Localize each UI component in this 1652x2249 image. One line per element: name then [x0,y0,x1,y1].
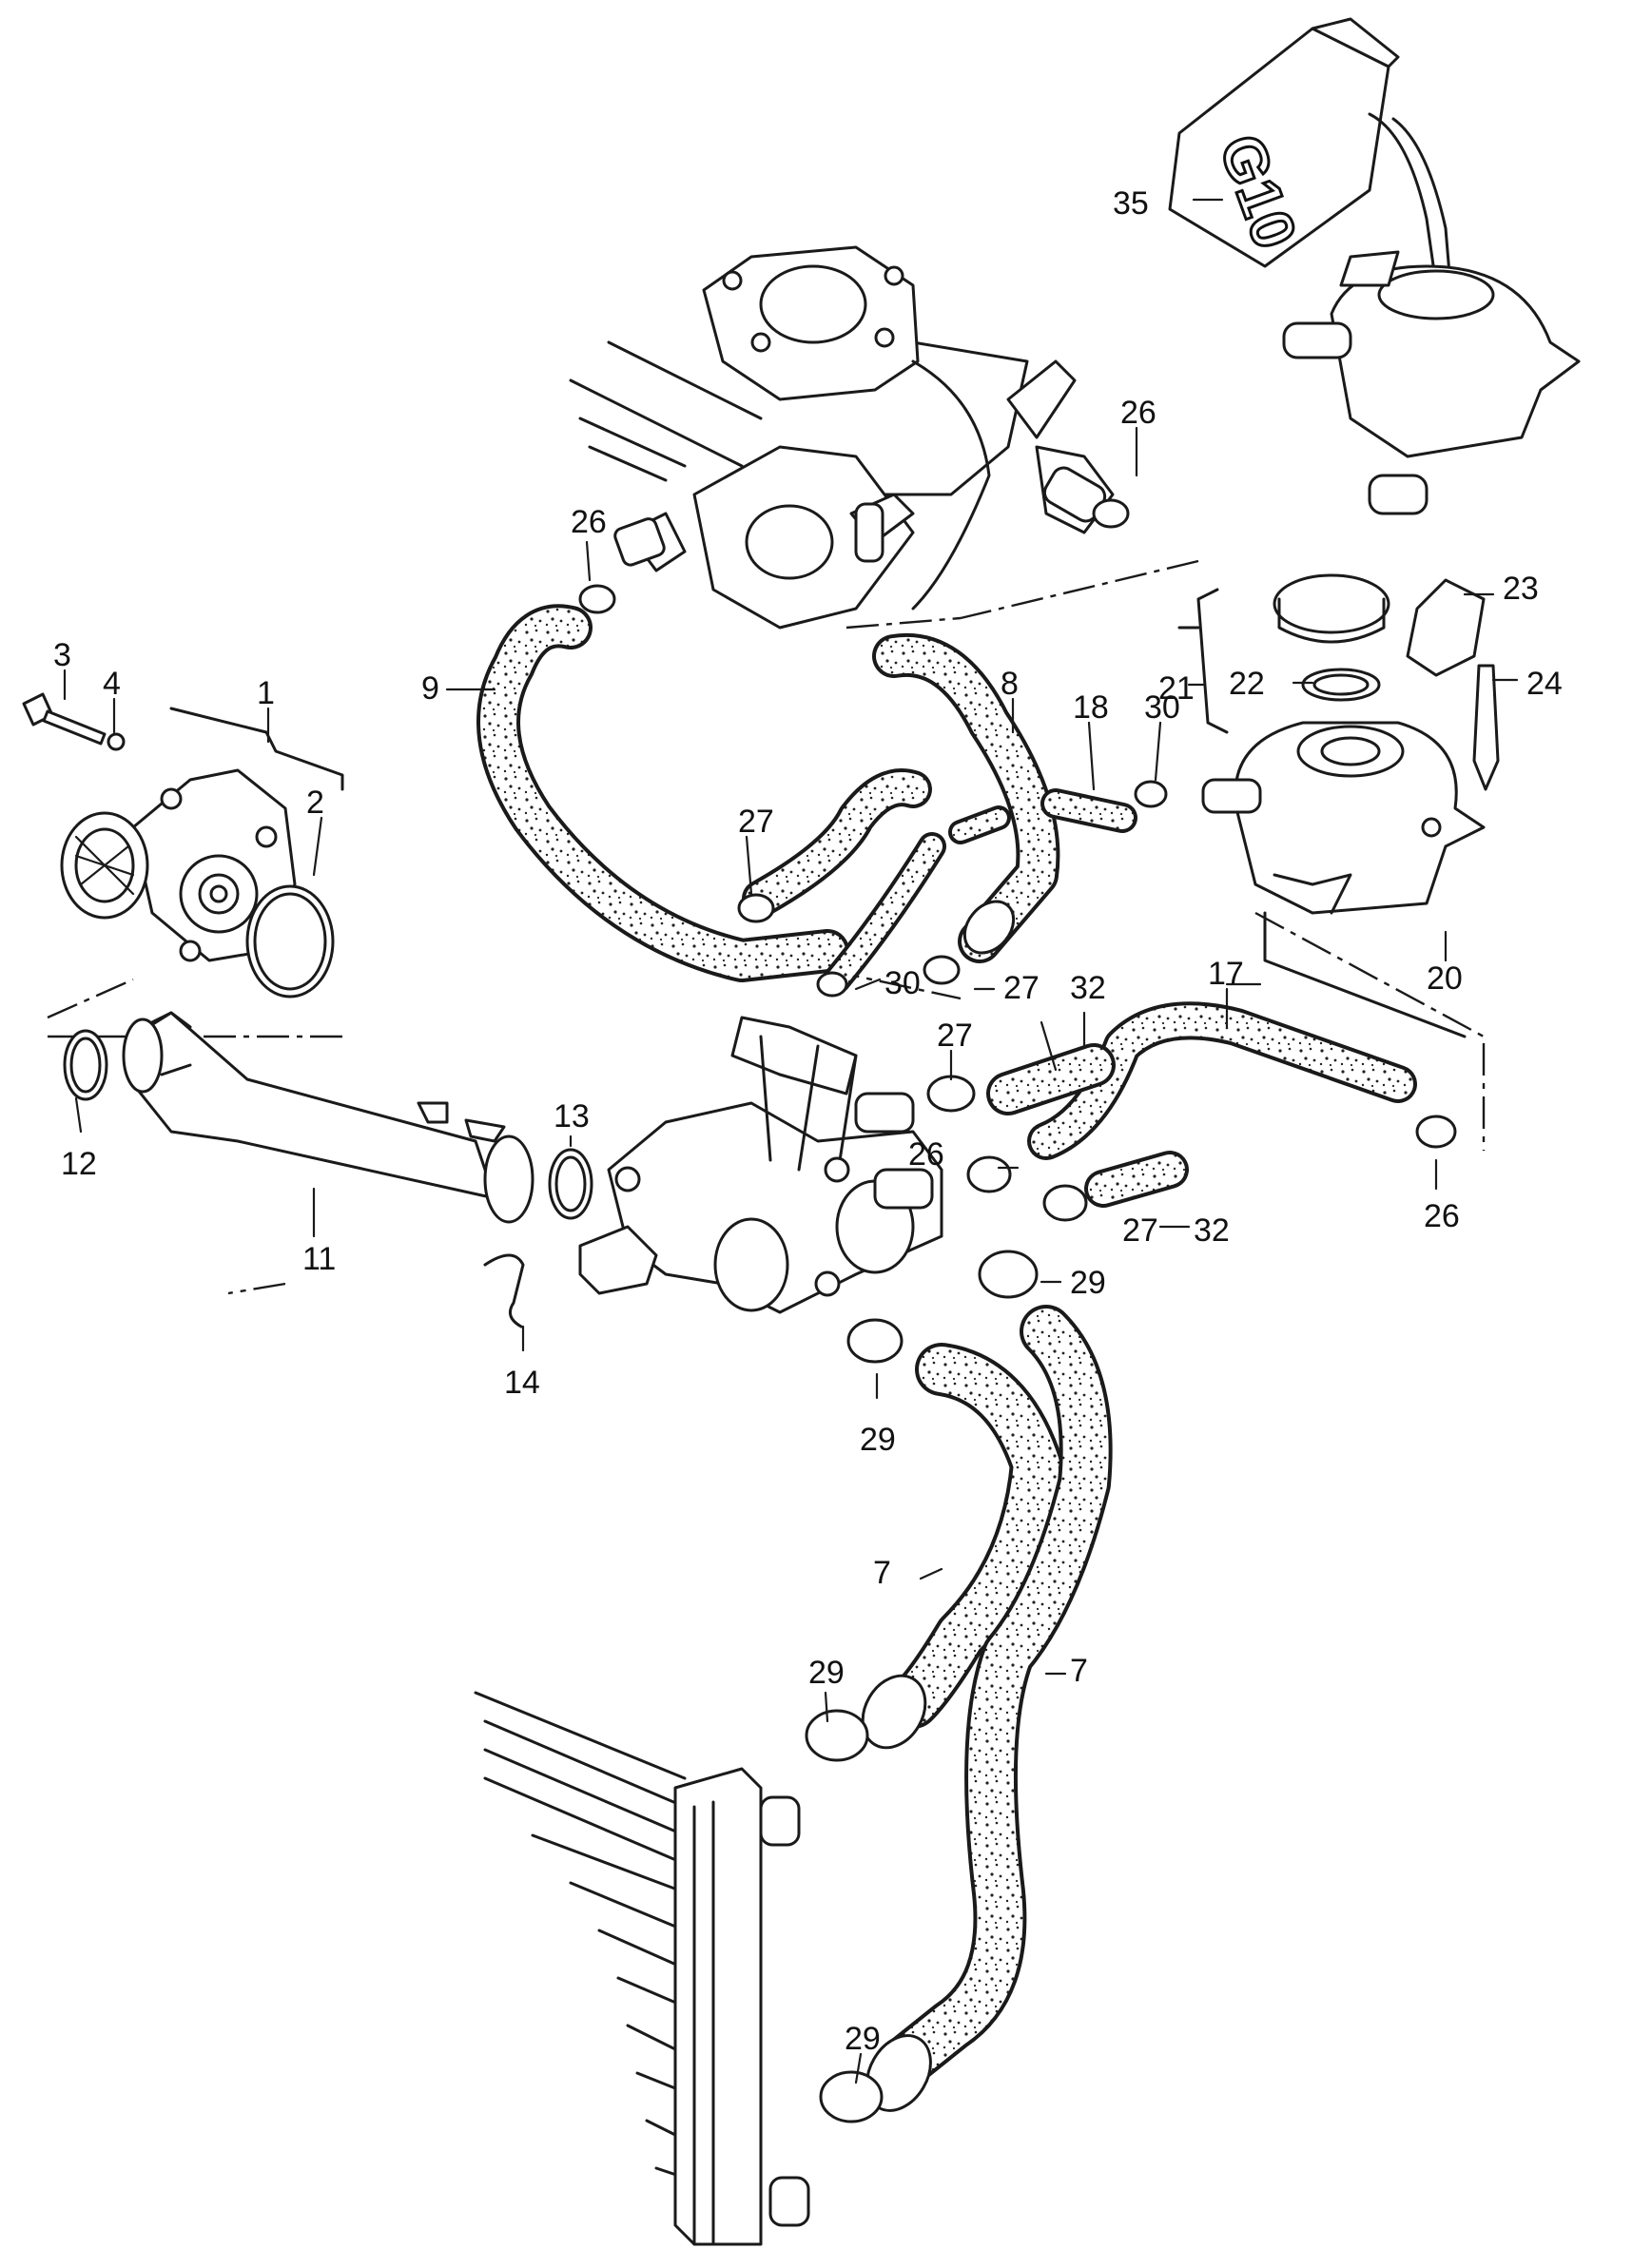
callout-9: 9 [421,670,439,707]
callout-3: 3 [53,637,71,673]
coolant-hose-8 [872,632,1060,963]
thermostat-housing [578,1016,943,1314]
hose-18 [1040,788,1137,833]
callout-30-center: 30 [884,965,921,1001]
callout-32-upper: 32 [1070,970,1106,1006]
callout-29-lower-a: 29 [808,1655,845,1691]
callout-8: 8 [1001,666,1019,702]
hose-32-upper [986,1043,1116,1115]
level-sensor-24 [1472,664,1500,791]
callout-35: 35 [1113,185,1149,222]
expansion-tank-outline-bracket [1177,588,1467,1038]
callout-24: 24 [1526,666,1563,702]
callout-29-center: 29 [860,1422,896,1458]
hose-clamps [578,498,1457,2123]
part-callouts: 1 2 3 4 7 7 8 9 11 12 13 14 17 18 20 21 … [53,185,1563,2057]
callout-21: 21 [1158,670,1195,707]
callout-30-right: 30 [1144,689,1180,726]
pump-bracket-line [169,707,344,791]
callout-20: 20 [1427,960,1463,997]
engine-cylinder-head-outline [569,245,1115,630]
callout-26-top: 26 [1120,395,1156,431]
callout-7-left: 7 [873,1555,891,1591]
callout-7-right: 7 [1070,1653,1088,1689]
leader-lines [63,198,1519,2084]
reservoir-bottle-upper [1282,250,1581,515]
callout-29-lower-b: 29 [845,2021,881,2057]
callout-22: 22 [1229,666,1265,702]
callout-2: 2 [306,785,324,821]
callout-11: 11 [302,1241,336,1277]
callout-27-left: 27 [937,1018,973,1054]
expansion-tank-cap-21 [1273,573,1390,644]
coolant-hose-7-left [861,1343,1063,1750]
callout-12: 12 [61,1146,97,1182]
callout-14: 14 [504,1365,540,1401]
coolant-hose-9 [476,604,849,982]
o-ring-12 [63,1029,108,1101]
pump-bolt [22,692,126,751]
callout-17: 17 [1208,956,1244,992]
expansion-tank [1201,721,1486,915]
coolant-pipe-11 [122,1011,506,1200]
callout-26-center: 26 [908,1136,944,1173]
coolant-hose-7-right [865,1305,1113,2112]
level-sensor-cover-23 [1406,578,1486,677]
retaining-clip-14 [483,1253,525,1328]
callout-26-left: 26 [571,504,607,540]
callout-4: 4 [103,666,121,702]
coolant-bottle-g10: G10 [1168,17,1452,287]
callout-27-mid: 27 [1003,970,1040,1006]
callout-18: 18 [1073,689,1109,726]
callout-23: 23 [1503,571,1539,607]
radiator [474,1691,810,2246]
cap-gasket-22 [1301,668,1381,702]
callout-1: 1 [257,675,275,711]
callout-26-right: 26 [1424,1198,1460,1234]
callout-32-lower: 32 [1194,1212,1230,1249]
small-hoses-center [742,768,1011,994]
callout-13: 13 [554,1098,590,1134]
o-ring-13 [548,1148,593,1220]
coolant-hose-17 [1027,1001,1417,1160]
hose-32-lower [1084,1151,1189,1208]
callout-27-lower: 27 [1122,1212,1158,1249]
callout-29-right: 29 [1070,1265,1106,1301]
pump-gasket-o-ring [245,884,335,998]
pipe-11-flange [483,1134,534,1224]
callout-27-upper: 27 [738,804,774,840]
